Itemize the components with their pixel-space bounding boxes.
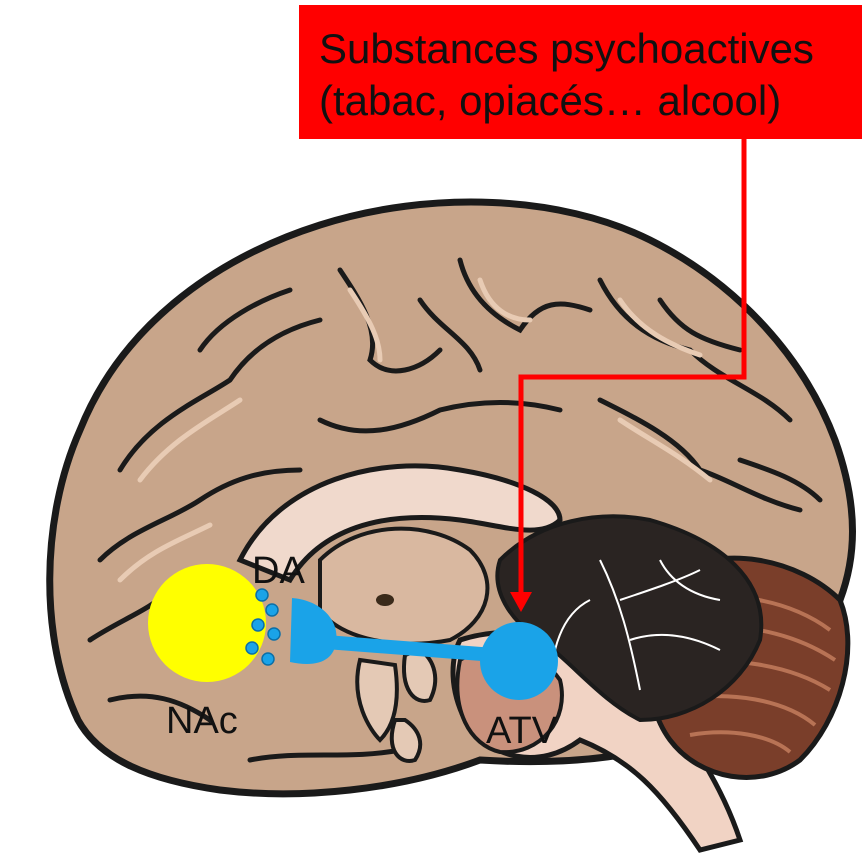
dopamine-dot (246, 642, 258, 654)
label-nac: NAc (166, 702, 238, 740)
dopamine-dot (268, 628, 280, 640)
label-da: DA (252, 552, 305, 590)
callout-line-2: (tabac, opiacés… alcool) (319, 75, 844, 127)
label-atv: ATV (486, 712, 557, 750)
thalamus (320, 529, 487, 644)
dopamine-dot (266, 604, 278, 616)
vta-neuron-soma (480, 622, 558, 700)
nac-region (148, 564, 266, 682)
dopamine-dot (262, 653, 274, 665)
callout-line-1: Substances psychoactives (319, 23, 844, 75)
substances-callout: Substances psychoactives (tabac, opiacés… (299, 5, 862, 139)
dopamine-dot (252, 619, 264, 631)
thalamus-dot (376, 594, 394, 606)
